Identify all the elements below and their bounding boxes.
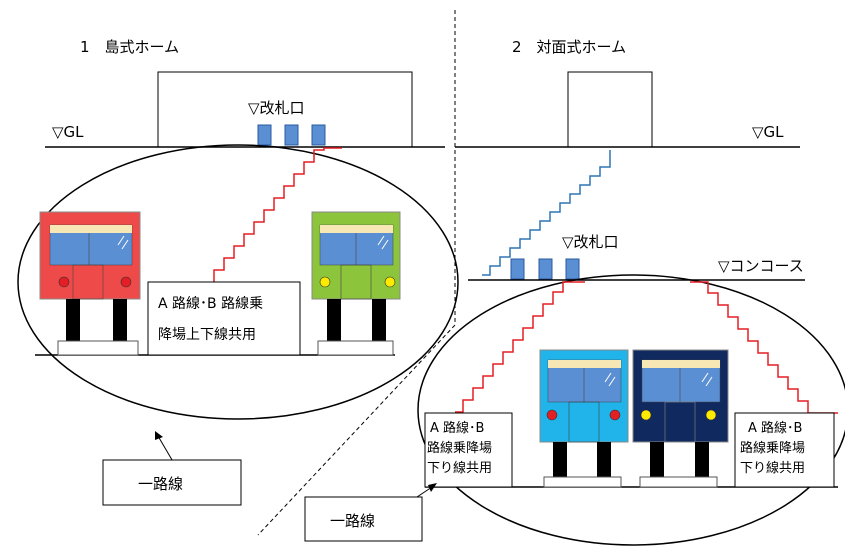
right-left-platform-box [424, 412, 513, 488]
left-panel-title: 1 島式ホーム [80, 38, 179, 56]
green-train [311, 211, 401, 356]
right-station-building [567, 71, 653, 148]
right-left-platform-line3: 下り線共用 [427, 460, 492, 476]
left-platform-label-box [147, 281, 301, 356]
right-right-platform-line2: 路線乗降場 [740, 440, 805, 456]
right-red-stairs-right [690, 281, 838, 414]
right-right-platform-line3: 下り線共用 [740, 460, 805, 476]
left-gate-label: ▽改札口 [248, 99, 305, 117]
left-underground-ellipse [17, 144, 459, 420]
right-callout-box [304, 496, 423, 542]
left-ticket-gates [257, 124, 326, 146]
right-red-stairs-left [455, 281, 585, 413]
right-gl-label: ▽GL [752, 123, 784, 141]
red-train [39, 211, 141, 356]
right-underground-ellipse [417, 274, 845, 546]
left-platform-label-line2: 降場上下線共用 [158, 327, 256, 343]
navy-train-headlight-left [640, 409, 652, 421]
left-callout-text: 一路線 [138, 475, 183, 493]
navy-train [632, 349, 729, 488]
right-left-platform-line2: 路線乗降場 [427, 440, 492, 456]
right-right-platform-box [734, 412, 835, 488]
right-panel-title: 2 対面式ホーム [512, 38, 626, 56]
navy-train-headlight-right [705, 409, 717, 421]
right-ticket-gates [510, 258, 580, 280]
right-gate-label: ▽改札口 [562, 233, 619, 251]
right-right-platform-line1: A 路線･B [748, 420, 802, 436]
left-red-stairs [213, 147, 342, 282]
right-callout-text: 一路線 [330, 512, 375, 530]
left-gl-label: ▽GL [52, 123, 84, 141]
red-train-headlight-right [120, 276, 132, 288]
red-train-headlight-left [58, 276, 70, 288]
left-platform-label-line1: A 路線･B 路線乗 [158, 296, 263, 312]
callout-divider [257, 324, 456, 536]
right-blue-stairs [482, 150, 611, 276]
green-train-headlight-right [384, 276, 396, 288]
left-callout-arrowhead [155, 431, 163, 440]
cyan-train-headlight-left [546, 409, 558, 421]
left-callout-box [102, 459, 242, 506]
right-left-platform-line1: A 路線･B [430, 420, 484, 436]
concourse-label: ▽コンコース [718, 257, 804, 275]
right-callout-arrowhead [428, 483, 437, 492]
green-train-headlight-left [319, 276, 331, 288]
cyan-train [539, 349, 629, 488]
cyan-train-headlight-right [609, 409, 621, 421]
